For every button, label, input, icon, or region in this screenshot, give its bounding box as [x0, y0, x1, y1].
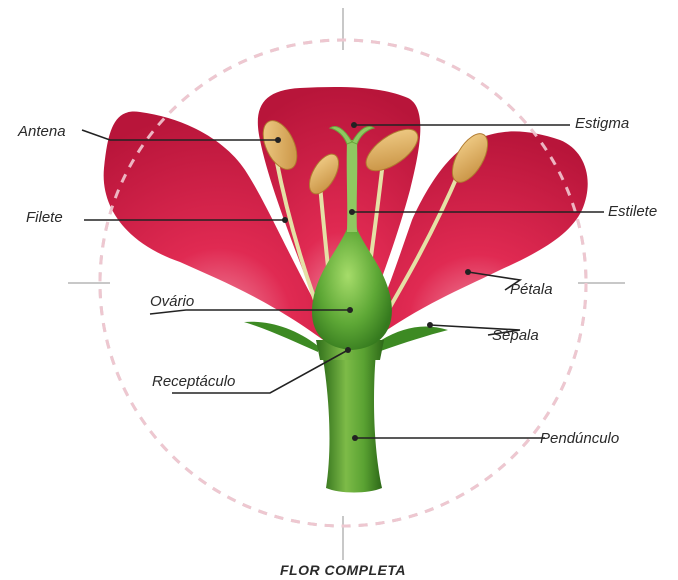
style: [347, 140, 358, 232]
label-ovario: Ovário: [150, 293, 194, 310]
label-estilete: Estilete: [608, 203, 657, 220]
label-sepala: Sépala: [492, 327, 539, 344]
peduncle: [322, 352, 382, 493]
label-filete: Filete: [26, 209, 63, 226]
label-antena: Antena: [17, 123, 66, 140]
label-estigma: Estigma: [575, 115, 629, 132]
label-petala: Pétala: [510, 281, 553, 298]
label-pedunculo: Pendúnculo: [540, 430, 619, 447]
diagram-caption: FLOR COMPLETA: [280, 562, 406, 578]
label-receptaculo: Receptáculo: [152, 373, 235, 390]
